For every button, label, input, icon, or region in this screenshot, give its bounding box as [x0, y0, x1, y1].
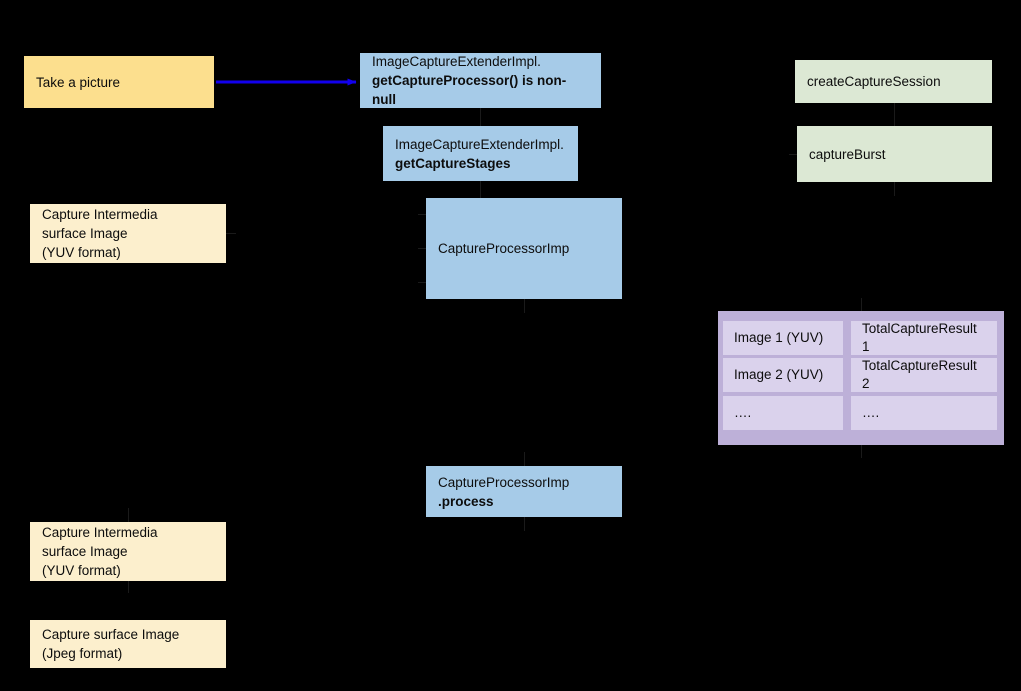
- total-capture-result-ellipsis-cell-label: ….: [862, 405, 880, 420]
- connector-stub-capture-burst-left: [789, 154, 797, 155]
- get-capture-processor-node[interactable]: ImageCaptureExtenderImpl. getCaptureProce…: [360, 53, 601, 108]
- capture-intermedia-surface-image-yuv-bottom-node-line-2: surface Image: [42, 544, 128, 559]
- connector-stub-capture-processor-left-mid: [418, 248, 427, 249]
- total-capture-result-ellipsis-cell[interactable]: ….: [851, 396, 997, 430]
- connector-stub-capture-processor-left-bottom: [418, 282, 427, 283]
- get-capture-processor-node-line-2: getCaptureProcessor() is non-null: [372, 73, 567, 107]
- capture-surface-image-jpeg-node-line-2: (Jpeg format): [42, 646, 123, 661]
- connector-stub-get-capture-stages-bottom: [480, 181, 481, 198]
- total-capture-result-1-cell[interactable]: TotalCaptureResult 1: [851, 321, 997, 355]
- image-1-yuv-cell[interactable]: Image 1 (YUV): [723, 321, 843, 355]
- create-capture-session-node-line-1: createCaptureSession: [807, 74, 941, 89]
- capture-intermedia-surface-image-yuv-bottom-node[interactable]: Capture Intermedia surface Image (YUV form…: [30, 522, 226, 581]
- capture-surface-image-jpeg-node[interactable]: Capture surface Image (Jpeg format): [30, 620, 226, 668]
- connector-stub-capture-burst-bottom: [894, 182, 895, 196]
- image-2-yuv-cell[interactable]: Image 2 (YUV): [723, 358, 843, 392]
- capture-processor-imp-node[interactable]: CaptureProcessorImp: [426, 198, 622, 299]
- take-a-picture-node[interactable]: Take a picture: [24, 56, 214, 108]
- image-ellipsis-cell-label: ….: [734, 405, 752, 420]
- capture-intermedia-surface-image-yuv-bottom-node-line-3: (YUV format): [42, 563, 121, 578]
- connector-stub-group-top: [861, 298, 862, 311]
- create-capture-session-node[interactable]: createCaptureSession: [795, 60, 992, 103]
- capture-intermedia-surface-image-yuv-top-node-line-1: Capture Intermedia: [42, 207, 158, 222]
- capture-processor-imp-process-node-line-1: CaptureProcessorImp: [438, 474, 570, 490]
- connector-stub-intermedia-bottom-top: [128, 508, 129, 522]
- take-a-picture-node-line-1: Take a picture: [36, 74, 121, 90]
- connector-stub-group-bottom: [861, 445, 862, 458]
- image-1-yuv-cell-label: Image 1 (YUV): [734, 330, 824, 345]
- total-capture-result-2-cell-label: TotalCaptureResult 2: [862, 358, 977, 391]
- get-capture-processor-node-line-1: ImageCaptureExtenderImpl.: [372, 54, 541, 69]
- capture-intermedia-surface-image-yuv-bottom-node-line-1: Capture Intermedia: [42, 525, 158, 540]
- connector-stub-capture-processor-bottom: [524, 299, 525, 313]
- capture-intermedia-surface-image-yuv-top-node[interactable]: Capture Intermedia surface Image (YUV form…: [30, 204, 226, 263]
- capture-processor-imp-process-node-line-2: .process: [438, 493, 494, 509]
- image-2-yuv-cell-label: Image 2 (YUV): [734, 367, 824, 382]
- total-capture-result-2-cell[interactable]: TotalCaptureResult 2: [851, 358, 997, 392]
- connector-stub-intermedia-top-right: [226, 233, 236, 234]
- capture-intermedia-surface-image-yuv-top-node-line-3: (YUV format): [42, 245, 121, 260]
- connector-stub-get-capture-processor-bottom: [480, 108, 481, 126]
- capture-intermedia-surface-image-yuv-top-node-line-2: surface Image: [42, 226, 128, 241]
- get-capture-stages-node[interactable]: ImageCaptureExtenderImpl. getCaptureStage…: [383, 126, 578, 181]
- total-capture-result-1-cell-label: TotalCaptureResult 1: [862, 321, 977, 354]
- get-capture-stages-node-line-2: getCaptureStages: [395, 155, 511, 171]
- connector-stub-create-session-bottom: [894, 103, 895, 115]
- connector-stub-process-top: [524, 452, 525, 466]
- connector-stub-intermedia-bottom-bottom: [128, 581, 129, 593]
- capture-processor-imp-node-line-1: CaptureProcessorImp: [438, 241, 570, 256]
- connector-stub-capture-burst-top: [894, 114, 895, 126]
- capture-burst-node[interactable]: captureBurst: [797, 126, 992, 182]
- capture-burst-node-line-1: captureBurst: [809, 146, 886, 162]
- image-ellipsis-cell[interactable]: ….: [723, 396, 843, 430]
- connector-stub-capture-processor-left-top: [418, 214, 427, 215]
- capture-surface-image-jpeg-node-line-1: Capture surface Image: [42, 627, 180, 642]
- get-capture-stages-node-line-1: ImageCaptureExtenderImpl.: [395, 136, 564, 152]
- connector-stub-process-bottom: [524, 517, 525, 531]
- capture-processor-imp-process-node[interactable]: CaptureProcessorImp .process: [426, 466, 622, 517]
